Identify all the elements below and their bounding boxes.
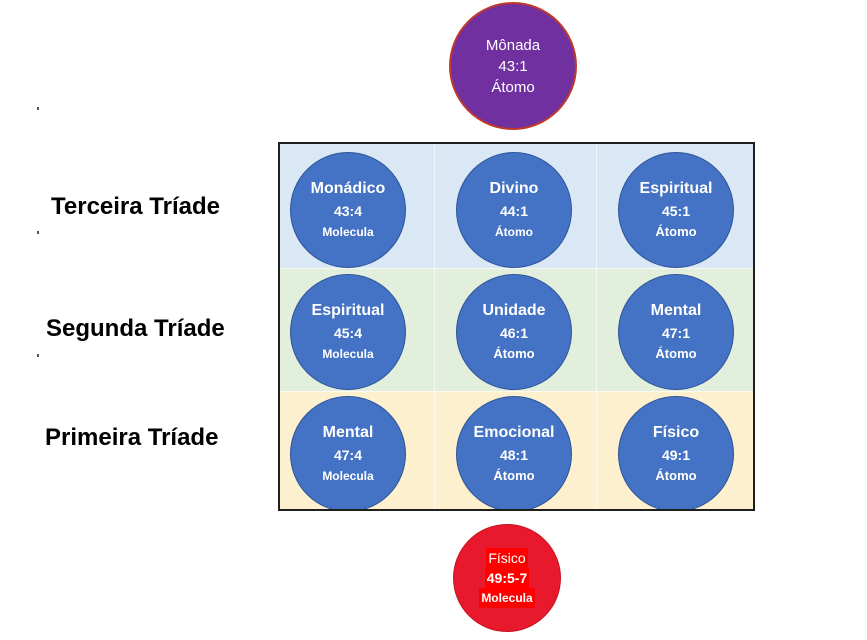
node-name: Unidade	[482, 302, 546, 319]
node-kind: Átomo	[493, 468, 535, 483]
monada-node: Mônada 43:1 Átomo	[449, 2, 577, 130]
node-code: 45:4	[333, 325, 363, 341]
node-kind: Átomo	[655, 224, 697, 239]
node-kind: Átomo	[655, 346, 697, 361]
node-code: 45:1	[661, 203, 691, 219]
node-name: Espiritual	[311, 302, 385, 319]
node-code: 47:4	[333, 447, 363, 463]
edge-mark	[37, 231, 39, 234]
node-espiritual-45-4: Espiritual 45:4 Molecula	[290, 274, 406, 390]
node-fisico-49-1: Físico 49:1 Átomo	[618, 396, 734, 509]
node-name: Mental	[650, 302, 702, 319]
grid-divider	[280, 268, 753, 269]
node-kind: Molecula	[322, 469, 374, 483]
node-mental-47-4: Mental 47:4 Molecula	[290, 396, 406, 509]
node-code: 49:1	[661, 447, 691, 463]
node-name: Espiritual	[639, 180, 713, 197]
edge-mark	[37, 107, 39, 110]
node-name: Divino	[489, 180, 539, 197]
node-kind: Molecula	[479, 588, 535, 608]
grid-divider	[280, 391, 753, 392]
node-code: 43:4	[333, 203, 363, 219]
node-name: Monádico	[310, 180, 386, 197]
node-name: Físico	[486, 548, 528, 568]
fisico-molecula-node: Físico 49:5-7 Molecula	[453, 524, 561, 632]
node-code: 47:1	[661, 325, 691, 341]
grid-divider	[434, 144, 435, 509]
node-name: Mônada	[485, 36, 541, 54]
node-name: Mental	[322, 424, 374, 441]
node-code: 44:1	[499, 203, 529, 219]
node-code: 48:1	[499, 447, 529, 463]
node-monadico-43-4: Monádico 43:4 Molecula	[290, 152, 406, 268]
node-kind: Molecula	[322, 347, 374, 361]
node-emocional-48-1: Emocional 48:1 Átomo	[456, 396, 572, 509]
node-divino-44-1: Divino 44:1 Átomo	[456, 152, 572, 268]
row-label-segunda-triade: Segunda Tríade	[46, 315, 225, 342]
edge-mark	[37, 354, 39, 357]
node-kind: Átomo	[491, 78, 535, 96]
node-unidade-46-1: Unidade 46:1 Átomo	[456, 274, 572, 390]
node-name: Físico	[652, 424, 700, 441]
node-kind: Átomo	[493, 346, 535, 361]
grid-divider	[596, 144, 597, 509]
row-label-terceira-triade: Terceira Tríade	[51, 193, 220, 220]
node-code: 46:1	[499, 325, 529, 341]
node-code: 43:1	[498, 57, 528, 75]
node-code: 49:5-7	[484, 568, 530, 588]
node-mental-47-1: Mental 47:1 Átomo	[618, 274, 734, 390]
row-label-primeira-triade: Primeira Tríade	[45, 424, 219, 451]
triad-grid: Monádico 43:4 Molecula Divino 44:1 Átomo…	[278, 142, 755, 511]
node-kind: Átomo	[495, 225, 533, 239]
node-espiritual-45-1: Espiritual 45:1 Átomo	[618, 152, 734, 268]
node-kind: Átomo	[655, 468, 697, 483]
node-kind: Molecula	[322, 225, 374, 239]
node-name: Emocional	[473, 424, 555, 441]
